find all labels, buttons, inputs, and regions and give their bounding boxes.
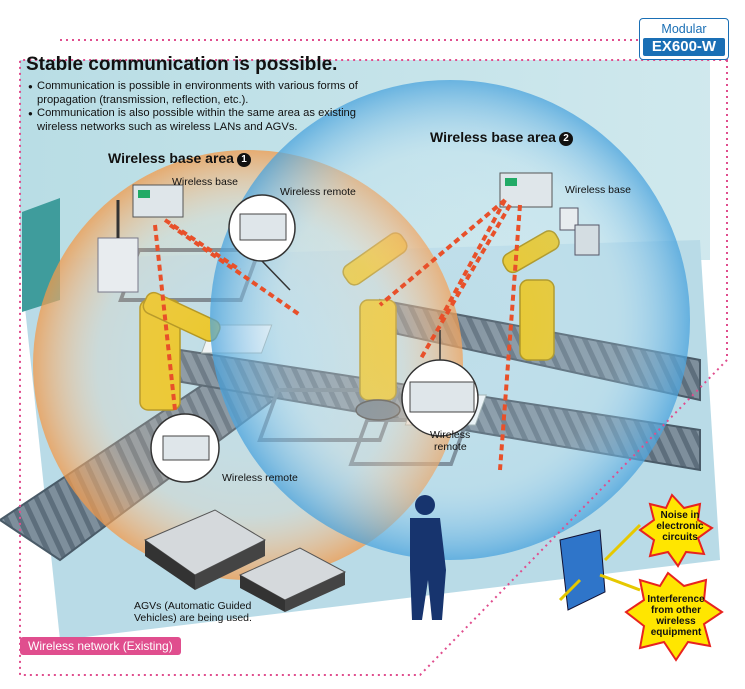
noise-line1: Noise in — [660, 510, 700, 521]
noise-text: Noise in electronic circuits — [652, 510, 708, 543]
existing-network-label: Wireless network (Existing) — [20, 637, 181, 655]
noise-line2: electronic — [656, 521, 704, 532]
wall-valve — [574, 224, 600, 256]
wireless-base-cabinet — [97, 200, 139, 293]
shield-icon — [558, 523, 642, 611]
wireless-base-unit-2 — [499, 172, 553, 208]
bullet-list: Communication is possible in environment… — [28, 80, 388, 134]
interference-burst-icon — [624, 571, 724, 662]
signal-chevrons — [153, 198, 522, 471]
interference-line2: from other — [651, 605, 701, 616]
interference-text: Interference from other wireless equipme… — [640, 594, 712, 638]
wireless-base-2-label: Wireless base — [565, 184, 631, 196]
agvs-label-1: AGVs (Automatic Guided — [134, 600, 252, 612]
wireless-remote-mid-label-1: Wireless — [430, 429, 471, 441]
bullet-item: Communication is also possible within th… — [28, 107, 388, 134]
wireless-base-area-2-zone — [210, 80, 690, 560]
area2-label: Wireless base area — [430, 129, 556, 145]
noise-burst-icon — [638, 493, 714, 568]
wireless-remote-top-label: Wireless remote — [280, 186, 356, 198]
agv-left — [143, 509, 267, 590]
wireless-remote-bottom-label: Wireless remote — [222, 472, 298, 484]
area1-label: Wireless base area — [108, 150, 234, 166]
badge-line1: Modular — [661, 22, 707, 36]
operator-figure — [410, 495, 446, 620]
wall-sensor — [559, 207, 579, 231]
area2-number: 2 — [558, 132, 573, 146]
interference-line1: Interference — [647, 594, 705, 605]
wireless-base-unit-1 — [132, 184, 184, 218]
interference-line4: equipment — [650, 627, 702, 638]
wireless-remote-mid-label-2: remote — [434, 441, 467, 453]
interference-line3: wireless — [656, 616, 696, 627]
existing-network-boundary — [19, 39, 728, 676]
noise-line3: circuits — [662, 532, 698, 543]
badge-line2: EX600-W — [643, 38, 725, 56]
page-title: Stable communication is possible. — [26, 54, 338, 75]
wireless-base-1-label: Wireless base — [172, 176, 238, 188]
product-badge: Modular EX600-W — [639, 18, 729, 60]
agvs-label-2: Vehicles) are being used. — [134, 612, 252, 624]
agv-right — [238, 547, 347, 612]
area1-number: 1 — [236, 153, 251, 167]
bullet-item: Communication is possible in environment… — [28, 80, 388, 107]
